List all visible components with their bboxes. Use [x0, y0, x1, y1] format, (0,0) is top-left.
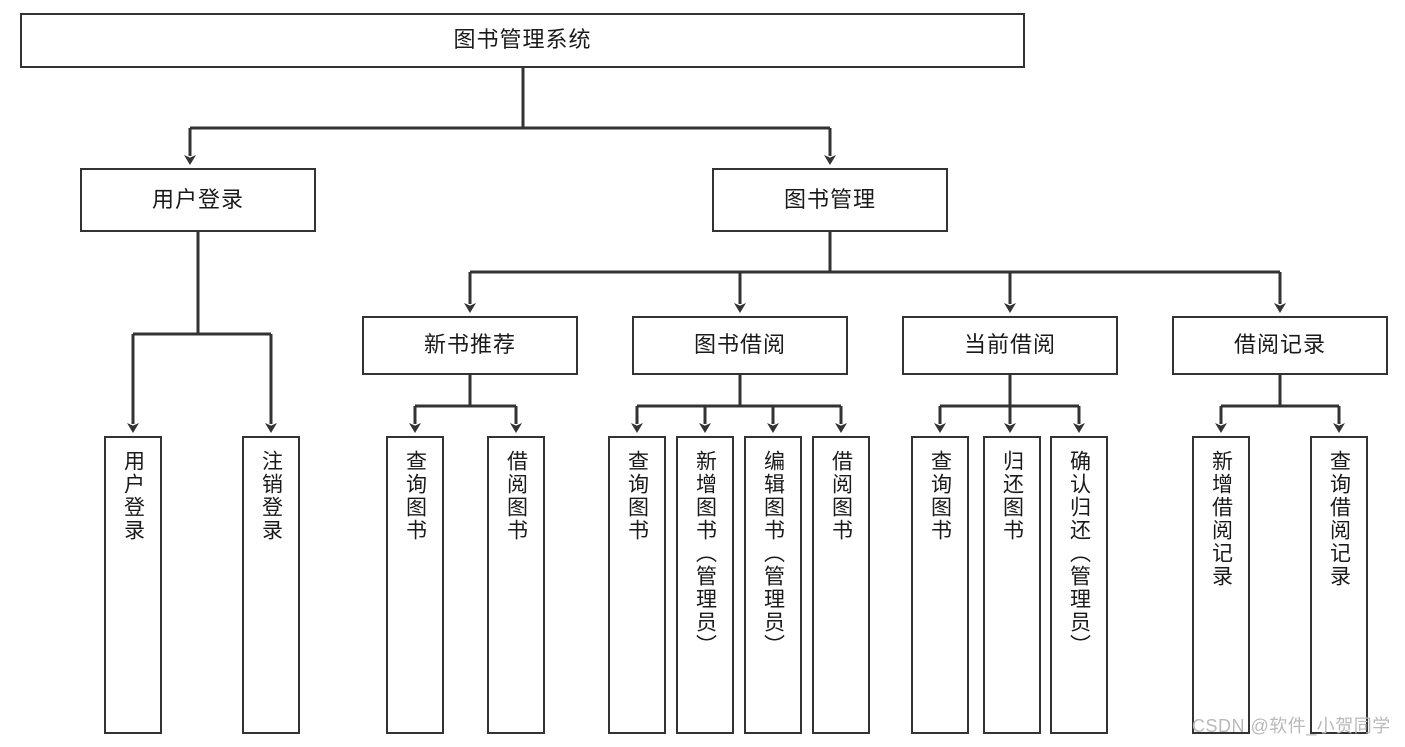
node-current-borrow[interactable]: 当前借阅: [902, 316, 1118, 375]
node-leaf-add-book[interactable]: 新增图书（管理员）: [676, 436, 734, 734]
node-book-manage[interactable]: 图书管理: [712, 168, 948, 232]
node-book-borrow-label: 图书借阅: [693, 332, 786, 358]
node-borrow-record[interactable]: 借阅记录: [1172, 316, 1388, 375]
watermark-text: CSDN @软件_小贺同学: [1192, 716, 1391, 736]
node-root[interactable]: 图书管理系统: [20, 13, 1025, 68]
node-root-label: 图书管理系统: [453, 27, 592, 53]
node-leaf-confirm-return[interactable]: 确认归还（管理员）: [1050, 436, 1108, 734]
node-leaf-borrow-book-rec-label: 借阅图书: [504, 450, 528, 542]
node-leaf-logout[interactable]: 注销登录: [242, 436, 300, 734]
node-leaf-borrow-book[interactable]: 借阅图书: [812, 436, 870, 734]
node-leaf-borrow-book-label: 借阅图书: [829, 450, 853, 542]
node-leaf-query-record-label: 查询借阅记录: [1327, 450, 1351, 588]
node-leaf-confirm-return-label: 确认归还（管理员）: [1067, 450, 1091, 657]
node-leaf-user-login[interactable]: 用户登录: [104, 436, 162, 734]
node-leaf-borrow-book-rec[interactable]: 借阅图书: [487, 436, 545, 734]
node-leaf-query-book-rec[interactable]: 查询图书: [386, 436, 444, 734]
node-leaf-return-book[interactable]: 归还图书: [983, 436, 1041, 734]
node-leaf-edit-book-label: 编辑图书（管理员）: [761, 450, 785, 657]
node-leaf-add-record-label: 新增借阅记录: [1209, 450, 1233, 588]
node-user-login[interactable]: 用户登录: [80, 168, 316, 232]
node-leaf-logout-label: 注销登录: [259, 450, 283, 542]
node-leaf-query-book-cur-label: 查询图书: [928, 450, 952, 542]
node-leaf-query-book-rec-label: 查询图书: [403, 450, 427, 542]
node-leaf-return-book-label: 归还图书: [1000, 450, 1024, 542]
node-book-manage-label: 图书管理: [783, 186, 876, 212]
node-current-borrow-label: 当前借阅: [963, 332, 1056, 358]
node-leaf-user-login-label: 用户登录: [121, 450, 145, 542]
node-leaf-query-book-borrow[interactable]: 查询图书: [608, 436, 666, 734]
node-leaf-query-book-borrow-label: 查询图书: [625, 450, 649, 542]
node-leaf-add-book-label: 新增图书（管理员）: [693, 450, 717, 657]
node-leaf-query-record[interactable]: 查询借阅记录: [1310, 436, 1368, 734]
node-leaf-add-record[interactable]: 新增借阅记录: [1192, 436, 1250, 734]
node-book-borrow[interactable]: 图书借阅: [632, 316, 848, 375]
node-leaf-edit-book[interactable]: 编辑图书（管理员）: [744, 436, 802, 734]
node-leaf-query-book-cur[interactable]: 查询图书: [911, 436, 969, 734]
node-borrow-record-label: 借阅记录: [1233, 332, 1326, 358]
node-new-book-rec[interactable]: 新书推荐: [362, 316, 578, 375]
node-new-book-rec-label: 新书推荐: [423, 332, 516, 358]
node-user-login-label: 用户登录: [151, 186, 244, 212]
